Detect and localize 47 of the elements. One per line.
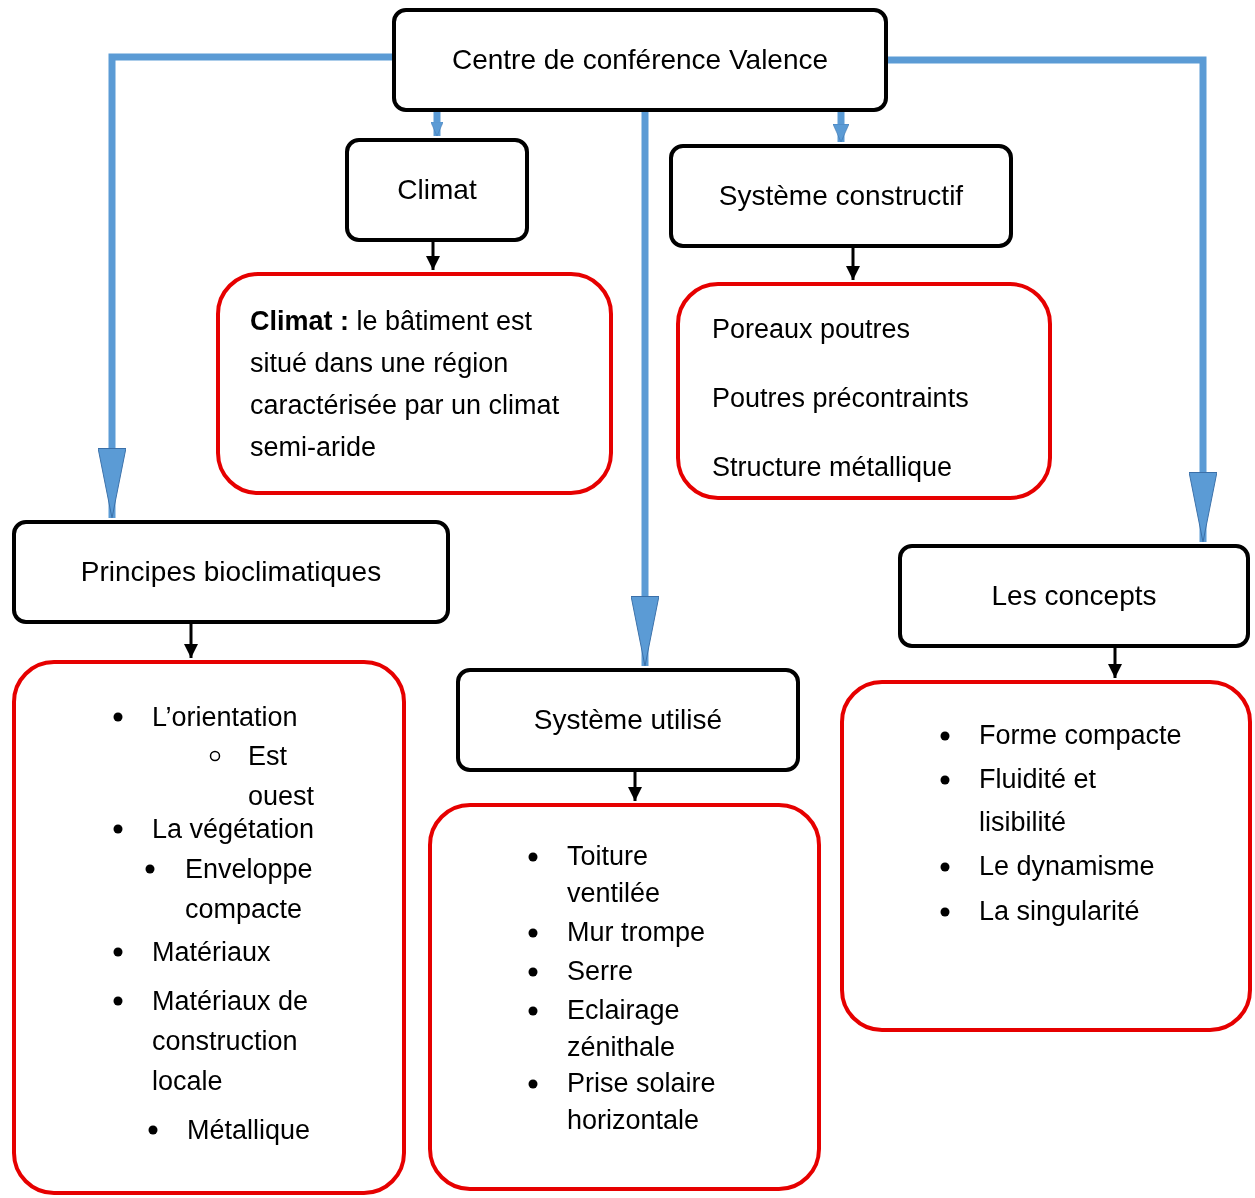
list-item: Matériaux de construction locale <box>152 985 310 1098</box>
box-title: Principes bioclimatiques <box>80 556 382 588</box>
list-item: Toiture ventilée <box>567 840 662 910</box>
arrow <box>430 112 444 137</box>
arrow <box>1108 648 1122 678</box>
list-item: Forme compacte <box>979 719 1183 752</box>
item-text: Structure métallique <box>712 451 953 484</box>
list-item: Matériaux <box>152 936 272 969</box>
item-text: Poreaux poutres <box>712 313 911 346</box>
content-box <box>216 272 613 495</box>
arrow <box>97 53 392 519</box>
arrow <box>184 624 198 658</box>
list-item: Fluidité et lisibilité <box>979 763 1098 839</box>
item-text: Poutres précontraints <box>712 382 969 415</box>
arrow <box>846 248 860 280</box>
box-title: Système utilisé <box>533 704 723 736</box>
list-item: Enveloppe compacte <box>185 853 314 926</box>
box-title: Les concepts <box>991 580 1157 612</box>
title-box <box>12 520 450 624</box>
content-box <box>12 660 406 1195</box>
list-item: Serre <box>567 955 635 988</box>
list-item: La singularité <box>979 895 1141 928</box>
list-item: Prise solaire horizontale <box>567 1067 717 1137</box>
list-item: La végétation <box>152 813 316 846</box>
arrow <box>628 772 642 801</box>
box-title: Système constructif <box>718 180 964 212</box>
box-title: Centre de conférence Valence <box>451 44 829 76</box>
title-box <box>456 668 800 772</box>
list-item: Est ouest <box>248 740 316 813</box>
arrow <box>888 56 1218 543</box>
arrow <box>426 242 440 270</box>
box-title: Climat <box>397 174 477 206</box>
content-box <box>676 282 1052 500</box>
list-item: Métallique <box>187 1114 312 1147</box>
list-item: L’orientation <box>152 701 299 734</box>
arrow <box>630 112 660 667</box>
title-box <box>345 138 529 242</box>
arrow <box>832 112 850 143</box>
title-box <box>669 144 1013 248</box>
list-item: Mur trompe <box>567 916 707 949</box>
list-item: Eclairage zénithale <box>567 994 681 1064</box>
title-box <box>898 544 1250 648</box>
description-text: Climat : le bâtiment est situé dans une région caractérisée par un climat semi-aride <box>250 305 561 464</box>
content-box <box>840 680 1252 1032</box>
list-item: Le dynamisme <box>979 850 1156 883</box>
title-box <box>392 8 888 112</box>
content-box <box>428 803 821 1191</box>
